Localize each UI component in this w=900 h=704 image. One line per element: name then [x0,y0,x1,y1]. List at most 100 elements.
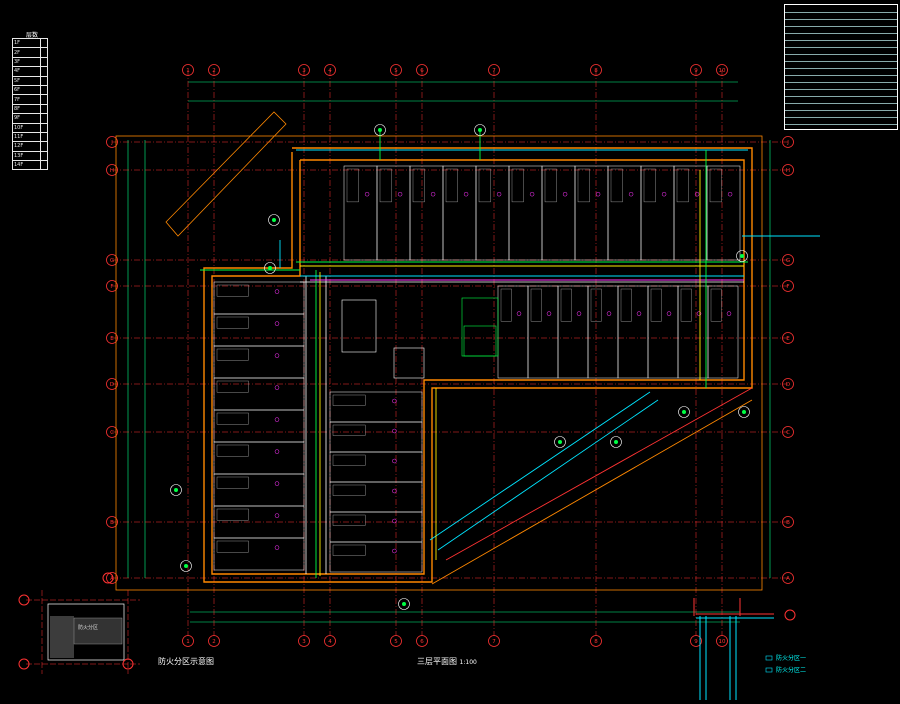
grid-bubble [324,635,336,647]
grid-label-left: D [110,382,114,388]
section-marker [610,436,622,448]
fixture [562,191,568,197]
room [574,165,609,261]
legend-row: 7F [11,94,48,105]
legend-value [40,66,48,77]
title-block-row [785,26,897,27]
bathroom [216,348,249,361]
legend-row: 9F [11,113,48,124]
bathroom [216,508,249,521]
title-block-row [785,124,897,125]
legend-row: 13F [11,150,48,162]
legend-row: 6F [11,84,48,96]
bathroom [544,168,557,203]
bathroom [620,288,632,322]
fixture [576,311,582,316]
grid-label-top: 8 [594,639,598,645]
grid-label-top: 2 [212,639,216,645]
room [587,285,619,379]
room [213,441,305,475]
fixture [694,191,700,197]
section-marker-dot [174,488,178,492]
room [673,165,708,261]
grid-label-left: F [110,284,113,290]
legend-value [40,56,48,68]
fixture [727,191,733,197]
grid-label-left: G [110,258,114,264]
grid-label-top: 7 [492,68,496,74]
bathroom [676,168,689,203]
bathroom [412,168,425,203]
room [213,281,305,315]
bathroom [710,288,722,322]
fixture [274,545,280,550]
grid-label-top: 6 [420,68,424,74]
grid-bubble [782,378,794,390]
title-block-row [785,82,897,83]
title-block-row [785,68,897,69]
grid-label-top: 10 [719,68,726,74]
detail-section [693,598,796,700]
legend-value [40,131,48,143]
section-marker-dot [614,440,618,444]
fixture [546,311,552,316]
grid-label-left: B [110,520,114,526]
grid-bubble [182,64,194,76]
grid-bubble [390,635,402,647]
grid-label-top: 8 [594,68,598,74]
section-marker-dot [742,410,746,414]
grid-bubble [782,164,794,176]
fixture [463,191,469,197]
legend-row: 11F [11,131,48,143]
fixture [529,191,535,197]
title-block-row [785,47,897,48]
grid-bubble [106,426,118,438]
canopy-outline [165,111,287,237]
bathroom [216,476,249,489]
room [706,165,741,261]
room [213,345,305,379]
title-block-row [785,54,897,55]
bathroom [216,284,249,297]
grid-bubble [690,64,702,76]
grid-bubble [716,635,728,647]
grid-label-top: 3 [302,639,306,645]
room [677,285,709,379]
legend-value [40,37,48,49]
section-marker [474,124,486,136]
room [329,511,423,543]
bathroom [445,168,458,203]
bathroom [332,484,366,496]
title-block-row [785,33,897,34]
fixture [274,385,280,390]
room [329,451,423,483]
legend-floor: 14F [11,160,42,171]
grid-bubble [106,164,118,176]
legend-row: 3F [11,56,48,68]
room [640,165,675,261]
bathroom [332,424,366,436]
corridor-walls [300,261,744,574]
fixture [606,311,612,316]
grid-lines [112,70,788,636]
grid-bubble [106,516,118,528]
section-marker-dot [268,266,272,270]
grid-bubble [690,635,702,647]
room [475,165,510,261]
legend-row: 10F [11,122,48,133]
room [329,481,423,513]
key-legend-swatches [765,655,773,673]
grid-bubble [782,254,794,266]
legend-value [40,94,48,105]
title-block-row [785,117,897,118]
fixture [595,191,601,197]
grid-label-left: A [786,576,790,582]
title-block [784,4,898,130]
stair-core [341,297,499,379]
grid-bubble [182,635,194,647]
grid-label-left: E [110,336,114,342]
section-marker [268,214,280,226]
